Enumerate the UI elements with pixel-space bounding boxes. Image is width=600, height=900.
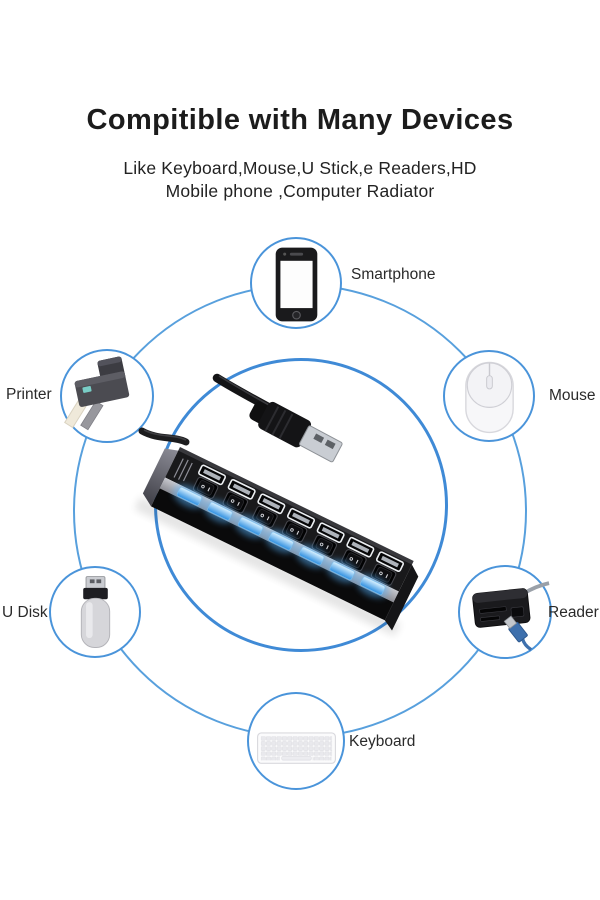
device-node-reader — [458, 565, 552, 659]
page-title: Compitible with Many Devices — [86, 104, 514, 136]
subtitle-line-2: Mobile phone ,Computer Radiator — [165, 181, 435, 201]
hub-cable-left-highlight — [143, 429, 187, 441]
usb-a-plug-icon — [249, 401, 343, 463]
smartphone-icon — [275, 247, 317, 321]
usb-flash-drive-icon — [80, 575, 110, 648]
hub-right-endcap — [384, 564, 419, 631]
printer-icon — [63, 356, 129, 430]
hub-shadow — [134, 496, 401, 637]
brand-print-marks — [173, 458, 193, 482]
device-label-mouse: Mouse — [549, 387, 596, 404]
device-node-udisk — [49, 566, 141, 658]
hub-cable-left — [138, 427, 190, 446]
hub-led-indicators — [173, 484, 389, 598]
subtitle-line-1: Like Keyboard,Mouse,U Stick,e Readers,HD — [123, 158, 477, 178]
hub-left-endcap — [142, 448, 179, 507]
device-label-udisk: U Disk — [2, 604, 48, 621]
device-label-keyboard: Keyboard — [349, 733, 416, 750]
device-label-printer: Printer — [6, 386, 52, 403]
device-label-smartphone: Smartphone — [351, 266, 436, 283]
card-reader-icon — [471, 580, 549, 651]
device-node-smartphone — [250, 237, 342, 329]
mouse-icon — [464, 361, 514, 433]
device-node-mouse — [443, 350, 535, 442]
device-node-keyboard — [247, 692, 345, 790]
keyboard-icon — [256, 731, 336, 764]
hub-bar — [134, 447, 419, 637]
hub-cable-usb-highlight — [218, 375, 270, 406]
device-node-printer — [60, 349, 154, 443]
usb-hub-product-image — [134, 373, 419, 637]
device-label-reader: Reader — [548, 604, 599, 621]
